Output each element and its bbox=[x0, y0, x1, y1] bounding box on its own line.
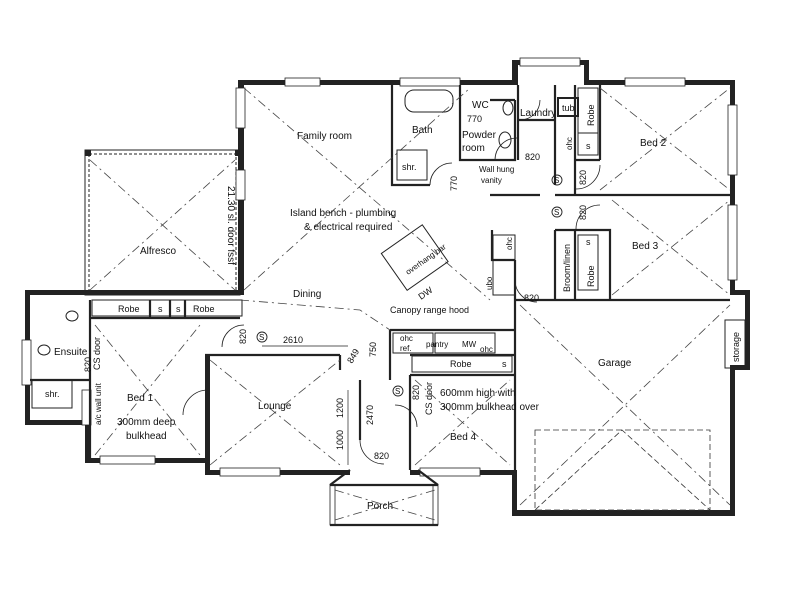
dim-750: 750 bbox=[368, 342, 378, 357]
overhang-label: overhang bar bbox=[404, 242, 448, 277]
dim-820-entry: 820 bbox=[374, 451, 389, 461]
dim-820-ensuite: 820 bbox=[83, 357, 93, 372]
dining-label: Dining bbox=[293, 289, 321, 300]
notes: Wall hung vanity Island bench - plumbing… bbox=[92, 165, 540, 442]
dim-849: 849 bbox=[345, 347, 361, 365]
island-note-1: Island bench - plumbing bbox=[290, 208, 396, 219]
dimensions: 770 820 770 820 820 820 820 2610 849 750… bbox=[83, 114, 588, 465]
smoke-detector-icon: S bbox=[392, 385, 404, 397]
dim-820-bed2: 820 bbox=[578, 170, 588, 185]
ohc-label-2: ohc bbox=[480, 345, 493, 354]
smoke-detector-icon: S bbox=[256, 331, 268, 343]
dim-820-bed4: 820 bbox=[411, 385, 421, 400]
powder-room-label-2: room bbox=[462, 143, 485, 154]
garage-label: Garage bbox=[598, 358, 632, 369]
dim-770-wc: 770 bbox=[467, 114, 482, 124]
ohc-label-1: ohc bbox=[400, 334, 413, 343]
svg-text:S: S bbox=[554, 176, 559, 185]
fixtures bbox=[31, 87, 746, 409]
tub-label: tub bbox=[562, 103, 575, 113]
smoke-detector-icon: S bbox=[551, 206, 563, 218]
shr-ensuite-label: shr. bbox=[45, 389, 60, 399]
dw-label: DW bbox=[416, 285, 434, 302]
bath-label: Bath bbox=[412, 125, 433, 136]
windows bbox=[21, 57, 738, 526]
island-note-2: & electrical required bbox=[304, 222, 392, 233]
cs-door-bed4-note: CS door bbox=[424, 382, 434, 415]
robe-bed4-label: Robe bbox=[450, 359, 472, 369]
porch-label: Porch bbox=[367, 501, 393, 512]
pantry-label: pantry bbox=[426, 340, 448, 349]
alfresco-label: Alfresco bbox=[140, 246, 177, 257]
s-bed1a-label: s bbox=[158, 304, 163, 314]
vanity-note-1: Wall hung bbox=[479, 165, 514, 174]
s-bed3-label: s bbox=[586, 237, 591, 247]
robe-bed1a-label: Robe bbox=[118, 304, 140, 314]
bed2-label: Bed 2 bbox=[640, 138, 667, 149]
wc-label: WC bbox=[472, 100, 489, 111]
ohc-kitchen-label: ohc bbox=[505, 237, 514, 250]
canopy-note: Canopy range hood bbox=[390, 305, 469, 315]
ensuite-label: Ensuite bbox=[54, 347, 88, 358]
sliding-door-note: 21.30 sl. door fssf bbox=[225, 186, 236, 265]
robe-bed2-label: Robe bbox=[586, 104, 596, 126]
svg-text:S: S bbox=[395, 387, 400, 396]
s-bed2-label: s bbox=[586, 141, 591, 151]
family-room-label: Family room bbox=[297, 131, 352, 142]
bed3-label: Bed 3 bbox=[632, 241, 659, 252]
dim-820-garage: 820 bbox=[524, 293, 539, 303]
bulkhead-600-note-2: 300mm bulkhead over bbox=[440, 402, 540, 413]
dim-1200: 1200 bbox=[335, 398, 345, 418]
ohc-laundry-label: ohc bbox=[565, 137, 574, 150]
bulkhead-300-note-2: bulkhead bbox=[126, 431, 167, 442]
bed1-label: Bed 1 bbox=[127, 393, 154, 404]
laundry-label: Laundry bbox=[520, 108, 556, 119]
bed4-label: Bed 4 bbox=[450, 432, 477, 443]
lounge-label: Lounge bbox=[258, 401, 292, 412]
dim-820-dining: 820 bbox=[238, 329, 248, 344]
s-bed4-label: s bbox=[502, 359, 507, 369]
dim-2610: 2610 bbox=[283, 335, 303, 345]
storage-label: storage bbox=[731, 332, 741, 362]
dim-770-bath: 770 bbox=[449, 176, 459, 191]
mw-label: MW bbox=[462, 340, 477, 349]
ac-wall-unit-note: a/c wall unit bbox=[94, 382, 103, 425]
dim-1000: 1000 bbox=[335, 430, 345, 450]
door-swings bbox=[182, 99, 601, 465]
svg-text:S: S bbox=[259, 333, 264, 342]
ceiling-lines bbox=[89, 87, 731, 521]
smoke-detectors: S S S S bbox=[256, 174, 563, 397]
bulkhead-300-note-1: 300mm deep bbox=[117, 417, 176, 428]
ref-label: ref. bbox=[400, 344, 412, 353]
smoke-detector-icon: S bbox=[551, 174, 563, 186]
powder-room-label-1: Powder bbox=[462, 130, 497, 141]
s-bed1b-label: s bbox=[176, 304, 181, 314]
garage-door bbox=[534, 429, 711, 511]
dim-820-bed3: 820 bbox=[578, 205, 588, 220]
dim-2470: 2470 bbox=[365, 405, 375, 425]
broom-linen-label: Broom/linen bbox=[562, 244, 572, 292]
vanity-note-2: vanity bbox=[481, 176, 502, 185]
robe-bed1b-label: Robe bbox=[193, 304, 215, 314]
robe-bed3-label: Robe bbox=[586, 265, 596, 287]
svg-text:S: S bbox=[554, 208, 559, 217]
cs-door-ensuite-note: CS door bbox=[92, 337, 102, 370]
shr-bath-label: shr. bbox=[402, 162, 417, 172]
bulkhead-600-note-1: 600mm high with bbox=[440, 388, 516, 399]
room-labels: Family room Bath WC Powder room Laundry … bbox=[54, 100, 741, 512]
dim-820-powder: 820 bbox=[525, 152, 540, 162]
ubo-label: ubo bbox=[485, 276, 494, 290]
